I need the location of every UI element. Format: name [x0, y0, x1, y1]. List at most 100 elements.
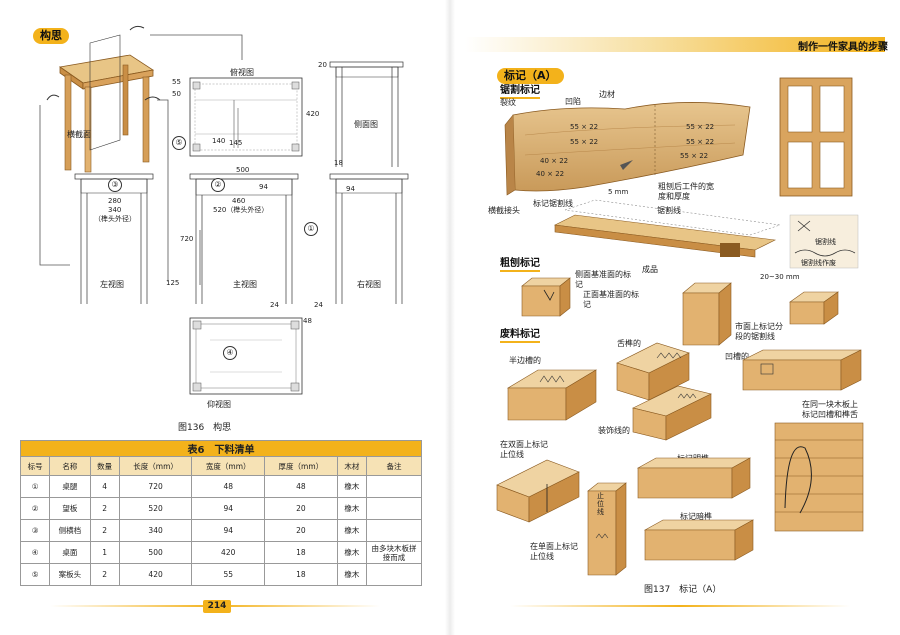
table-cell: 94 — [191, 519, 266, 542]
figure-137-caption: 图137 标记（A） — [644, 585, 722, 595]
label-single-face-stop: 在单面上标记止位线 — [530, 542, 578, 561]
table-cell: 侧横档 — [49, 519, 91, 542]
open-tenon-board — [636, 457, 752, 499]
label-both-face-stop: 在双面上标记止位线 — [500, 440, 548, 459]
table-cell: 2 — [89, 497, 120, 520]
left-view-drawing — [74, 173, 154, 304]
label-saw-line: 锯割线 — [657, 206, 681, 215]
label-product: 成品 — [642, 265, 658, 274]
bottom-view-drawing — [189, 317, 303, 395]
saw-line-legend — [789, 214, 859, 269]
table-cell — [366, 475, 422, 498]
table-cell: 500 — [118, 541, 193, 564]
label-dent: 凹陷 — [565, 97, 581, 106]
mark-4: ④ — [223, 346, 237, 360]
subheading-rough-marks: 粗刨标记 — [500, 257, 540, 272]
table-cell: 48 — [264, 475, 338, 498]
groove-board — [742, 349, 862, 391]
right-view-drawing — [329, 173, 409, 304]
dim-460: 460 — [232, 197, 246, 205]
table-cell: 桌腿 — [49, 475, 91, 498]
cut-list-table: 表6 下料清单 标号 名称 数量 长度（mm） 宽度（mm） 厚度（mm） 木材… — [19, 440, 422, 586]
stop-line-post — [587, 482, 627, 576]
table-cell: 2 — [89, 563, 120, 586]
table-cell — [366, 563, 422, 586]
table-row: ⑤ 案板头 2 420 55 18 橡木 — [19, 563, 422, 586]
label-rough-size: 粗刨后工件的宽度和厚度 — [658, 182, 714, 201]
figure-136-caption: 图136 构思 — [178, 423, 232, 433]
tongue-block — [616, 342, 690, 401]
dim-520: 520（榫头外径） — [213, 206, 269, 214]
label-same-board: 在同一块木板上标记凹槽和榫舌 — [802, 400, 858, 419]
table-cell: 由多块木板拼接而成 — [366, 541, 422, 564]
label-crack: 裂纹 — [500, 98, 516, 107]
mark-size: 40 × 22 — [540, 157, 569, 165]
stacked-boards — [774, 422, 864, 532]
table-header: 名称 — [49, 456, 91, 476]
dim-340-note: （榫头外径） — [94, 215, 136, 223]
table-cell: 520 — [118, 497, 193, 520]
top-view-drawing — [189, 77, 303, 157]
label-decor-line: 装饰线的 — [598, 426, 630, 435]
table-cell: 望板 — [49, 497, 91, 520]
label-front-view: 主视图 — [233, 280, 257, 289]
table-cell: 18 — [264, 563, 338, 586]
table-cell: 橡木 — [336, 519, 368, 542]
table-row: ② 望板 2 520 94 20 橡木 — [19, 497, 422, 520]
dim-55: 55 — [172, 78, 181, 86]
mark-size: 55 × 22 — [570, 138, 599, 146]
section-tag-marking: 标记（A） — [497, 68, 564, 84]
dim-24-right: 24 — [314, 301, 323, 309]
dim-500: 500 — [236, 166, 250, 174]
label-side-view: 侧面图 — [354, 120, 378, 129]
table-cell: 94 — [191, 497, 266, 520]
table-header: 备注 — [366, 456, 422, 476]
table-header: 长度（mm） — [118, 456, 193, 476]
subheading-waste-marks: 废料标记 — [500, 328, 540, 343]
mark-2: ② — [211, 178, 225, 192]
table-row: ③ 侧横档 2 340 94 20 橡木 — [19, 519, 422, 542]
label-5mm: 5 mm — [608, 188, 629, 196]
label-segment-saw-line: 市面上标记分段的锯割线 — [735, 322, 783, 341]
page-number: 214 — [203, 600, 231, 613]
label-edge: 边材 — [599, 90, 615, 99]
label-cross-joint: 横截接头 — [488, 206, 520, 215]
dim-720: 720 — [180, 235, 194, 243]
front-view-drawing — [189, 173, 299, 304]
table-cell: 2 — [89, 519, 120, 542]
subheading-saw-marks: 锯割标记 — [500, 84, 540, 99]
small-block — [789, 291, 839, 325]
label-groove: 凹槽的 — [725, 352, 749, 361]
mark-size: 40 × 22 — [536, 170, 565, 178]
label-side-face-mark: 侧面基准面的标记 — [575, 270, 631, 289]
table-cell: 橡木 — [336, 563, 368, 586]
dim-48: 48 — [303, 317, 312, 325]
both-face-block — [496, 459, 580, 523]
side-view-drawing — [329, 61, 404, 167]
table-cell: 20 — [264, 497, 338, 520]
dim-18: 18 — [334, 159, 343, 167]
label-blind-tenon: 标记暗榫 — [680, 512, 712, 521]
table-header: 厚度（mm） — [264, 456, 338, 476]
mark-size: 55 × 22 — [686, 138, 715, 146]
mark-size: 55 × 22 — [570, 123, 599, 131]
table-cell: 案板头 — [49, 563, 91, 586]
tall-block — [682, 282, 732, 346]
cut-piece-drawing — [553, 199, 781, 258]
table-cell: 4 — [89, 475, 120, 498]
table-cell: 橡木 — [336, 475, 368, 498]
table-cell: 橡木 — [336, 541, 368, 564]
mark-3: ③ — [108, 178, 122, 192]
page-header-title: 制作一件家具的步骤 — [798, 42, 888, 53]
label-tongue: 舌榫的 — [617, 339, 641, 348]
label-stop-line: 止位线 — [597, 492, 604, 516]
table-header: 木材 — [336, 456, 368, 476]
label-cross-section: 横截面 — [67, 130, 91, 139]
mark-size: 55 × 22 — [680, 152, 709, 160]
dim-280: 280 — [108, 197, 122, 205]
table-header: 数量 — [89, 456, 120, 476]
table-cell: 720 — [118, 475, 193, 498]
section-tag-concept: 构思 — [33, 28, 69, 44]
label-top-view: 俯视图 — [230, 68, 254, 77]
page-footer-line-right — [510, 605, 850, 607]
